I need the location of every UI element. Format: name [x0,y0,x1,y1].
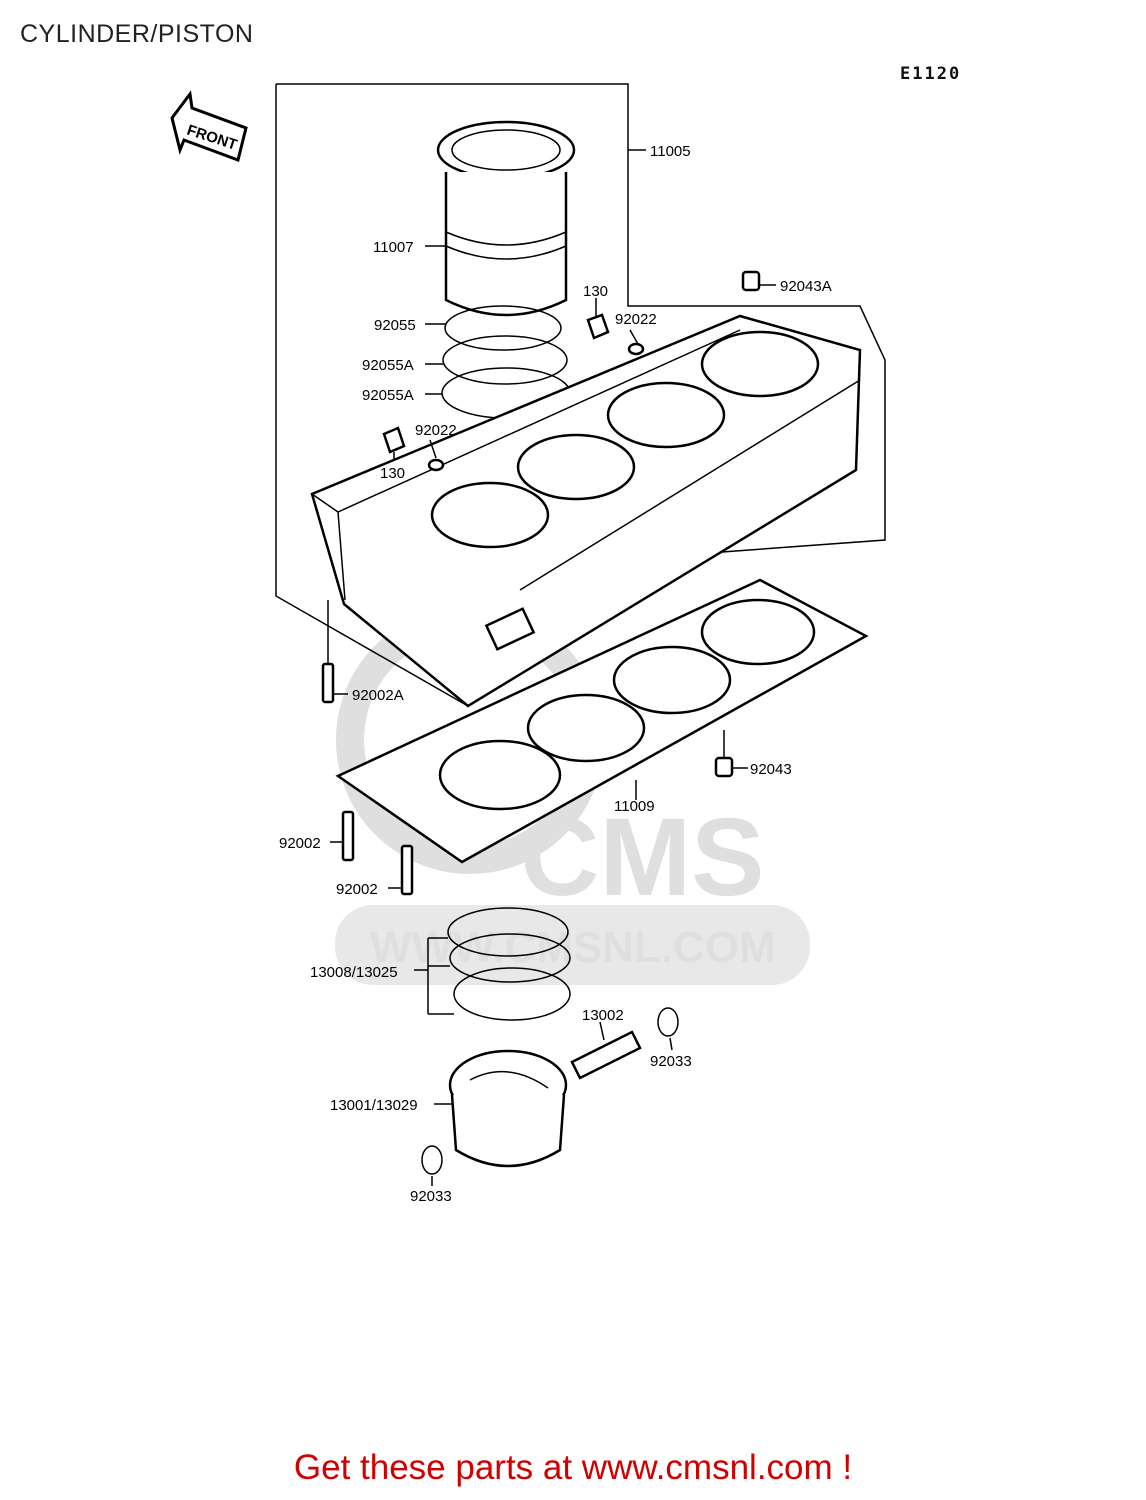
piston-ring-oil [453,967,571,1021]
exploded-parts-diagram: CMS WWW.CMSNL.COM FRONT [170,83,886,1205]
part-label-92022-upper: 92022 [615,311,657,328]
part-label-11005: 11005 [650,143,691,160]
bolt-130-lower [382,426,406,454]
piston-ring-second [449,933,571,983]
part-label-92033-right: 92033 [650,1053,692,1070]
diagram-code: E1120 [900,64,962,84]
watermark-url: WWW.CMSNL.COM [370,923,776,972]
stud-bolt-92002A [321,662,335,704]
o-ring-92055 [444,305,562,351]
part-label-13002: 13002 [582,1007,624,1024]
part-label-13001-13029: 13001/13029 [330,1097,418,1114]
part-label-13008-13025: 13008/13025 [310,964,398,981]
part-label-11007: 11007 [373,239,414,256]
circlip-92033-left [421,1145,443,1175]
dowel-pin-92043A [741,270,761,292]
o-ring-92055A-upper [442,335,568,385]
cylinder-block [310,314,862,708]
part-label-92055A-upper: 92055A [362,357,414,374]
part-label-92002-right: 92002 [336,881,378,898]
piston-ring-top [447,907,569,957]
part-label-130-lower: 130 [380,465,405,482]
part-label-92043A: 92043A [780,278,832,295]
circlip-92033-right [657,1007,679,1037]
washer-92022-lower [427,458,445,472]
part-label-92033-left: 92033 [410,1188,452,1205]
watermark-brand: CMS [520,796,764,919]
front-arrow-icon: FRONT [170,90,248,162]
bolt-92002-left [341,810,355,862]
washer-92022-upper [627,342,645,356]
cylinder-assembly-frame [275,83,886,707]
part-label-92055: 92055 [374,317,416,334]
part-label-92055A-lower: 92055A [362,387,414,404]
page-title: CYLINDER/PISTON [20,20,254,48]
leader-lines [327,149,776,1186]
part-label-92002-left: 92002 [279,835,321,852]
part-label-92002A: 92002A [352,687,404,704]
cylinder-liner [436,120,576,317]
part-label-11009: 11009 [614,798,655,815]
part-label-130-upper: 130 [583,283,608,300]
part-label-92022-lower: 92022 [415,422,457,439]
cylinder-base-gasket [335,578,869,864]
bolt-92002-right [400,844,414,896]
piston-pin [570,1030,642,1080]
dowel-pin-92043 [714,756,734,778]
bolt-130-upper [586,313,610,340]
piston [448,1049,568,1168]
part-label-92043: 92043 [750,761,792,778]
promo-link[interactable]: Get these parts at www.cmsnl.com ! [293,1448,853,1487]
